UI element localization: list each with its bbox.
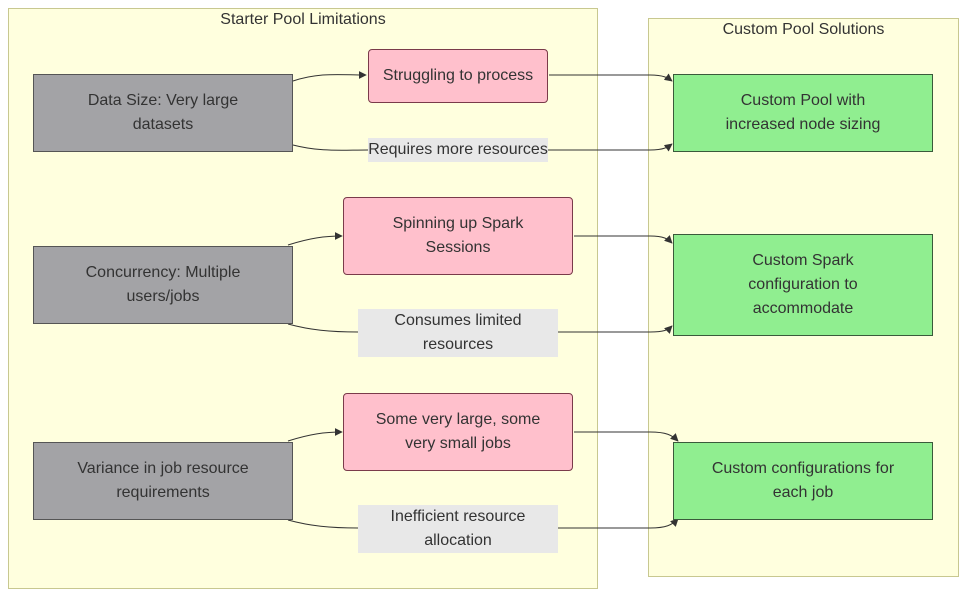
edge-label-text: Inefficient resource allocation	[390, 508, 526, 549]
edge-label-consumes-limited: Consumes limited resources	[358, 309, 558, 357]
solution-label: Custom configurations for each job	[711, 460, 895, 501]
edge-label-inefficient-allocation: Inefficient resource allocation	[358, 505, 558, 553]
solution-node-custom-configs: Custom configurations for each job	[673, 442, 933, 520]
edge-struggling-to-custompool	[549, 73, 673, 82]
problem-label: Struggling to process	[382, 67, 534, 84]
edge-label-text: Requires more resources	[368, 141, 548, 158]
edge-datasize-to-struggling	[292, 70, 367, 82]
solution-label: Custom Spark configuration to accommodat…	[748, 252, 858, 317]
solution-label: Custom Pool with increased node sizing	[725, 92, 881, 133]
problem-label: Spinning up Spark Sessions	[392, 215, 524, 256]
limitation-node-variance: Variance in job resource requirements	[33, 442, 293, 520]
custom-pool-title: Custom Pool Solutions	[722, 21, 885, 38]
edge-variance-to-somejobs	[287, 428, 343, 442]
problem-node-some-jobs: Some very large, some very small jobs	[343, 393, 573, 471]
limitation-label: Concurrency: Multiple users/jobs	[85, 264, 241, 305]
edge-spinning-to-sparkconfig	[574, 235, 673, 244]
problem-label: Some very large, some very small jobs	[375, 411, 541, 452]
starter-pool-title: Starter Pool Limitations	[220, 11, 386, 28]
limitation-node-concurrency: Concurrency: Multiple users/jobs	[33, 246, 293, 324]
problem-node-struggling: Struggling to process	[368, 49, 548, 103]
solution-node-custom-pool: Custom Pool with increased node sizing	[673, 74, 933, 152]
limitation-label: Data Size: Very large datasets	[87, 92, 239, 133]
limitation-label: Variance in job resource requirements	[77, 460, 249, 501]
solution-node-spark-config: Custom Spark configuration to accommodat…	[673, 234, 933, 336]
edge-concurrency-to-spinning	[287, 232, 343, 246]
edge-label-requires-more-resources: Requires more resources	[368, 138, 548, 162]
edge-label-text: Consumes limited resources	[394, 312, 522, 353]
problem-node-spinning: Spinning up Spark Sessions	[343, 197, 573, 275]
edge-somejobs-to-customconfigs	[574, 431, 679, 442]
limitation-node-data-size: Data Size: Very large datasets	[33, 74, 293, 152]
